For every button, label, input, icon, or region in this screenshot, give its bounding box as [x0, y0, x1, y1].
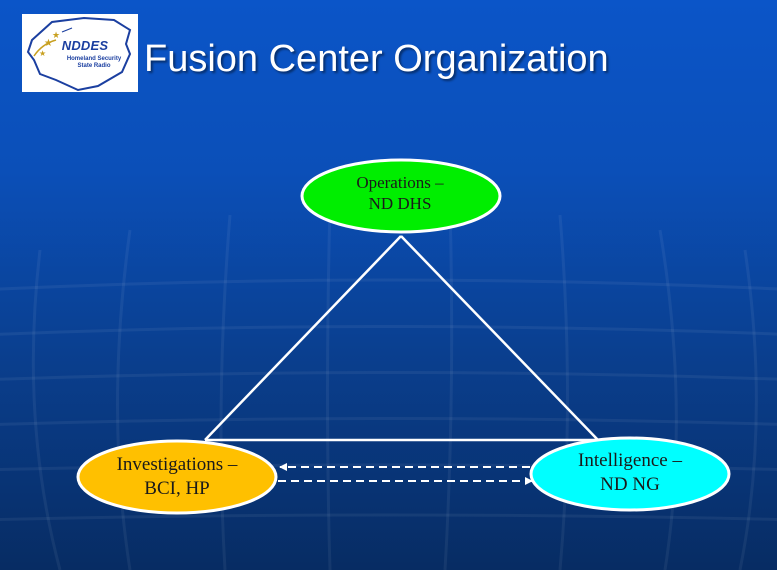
nddes-logo: ★ ★ ★ NDDES Homeland Security State Radi…	[22, 14, 138, 92]
logo-name: NDDES	[61, 38, 109, 53]
logo-subtitle-line2: State Radio	[77, 63, 111, 69]
node-operations-line1: Operations –	[356, 173, 444, 192]
node-operations-label: Operations – ND DHS	[300, 172, 500, 215]
svg-text:★: ★	[52, 31, 60, 41]
node-investigations-line1: Investigations –	[116, 454, 238, 475]
node-intelligence-line2: ND NG	[600, 473, 660, 495]
connector-operations-intelligence	[400, 235, 599, 441]
node-investigations-line2: BCI, HP	[144, 477, 210, 499]
node-intelligence-label: Intelligence – ND NG	[530, 449, 730, 497]
node-investigations-label: Investigations – BCI, HP	[78, 453, 276, 501]
node-operations-line2: ND DHS	[368, 194, 432, 214]
node-operations-shape	[300, 158, 502, 234]
svg-text:★: ★	[39, 49, 46, 58]
logo-subtitle: Homeland Security State Radio	[62, 56, 126, 70]
north-dakota-state-outline-icon: ★ ★ ★	[26, 16, 132, 92]
logo-subtitle-line1: Homeland Security	[66, 56, 122, 62]
node-investigations-shape	[76, 439, 278, 515]
svg-text:★: ★	[44, 38, 53, 49]
node-intelligence-shape	[529, 436, 731, 512]
connector-operations-investigations	[204, 235, 402, 441]
node-intelligence-line1: Intelligence –	[578, 450, 682, 471]
slide-title: Fusion Center Organization	[144, 38, 609, 80]
